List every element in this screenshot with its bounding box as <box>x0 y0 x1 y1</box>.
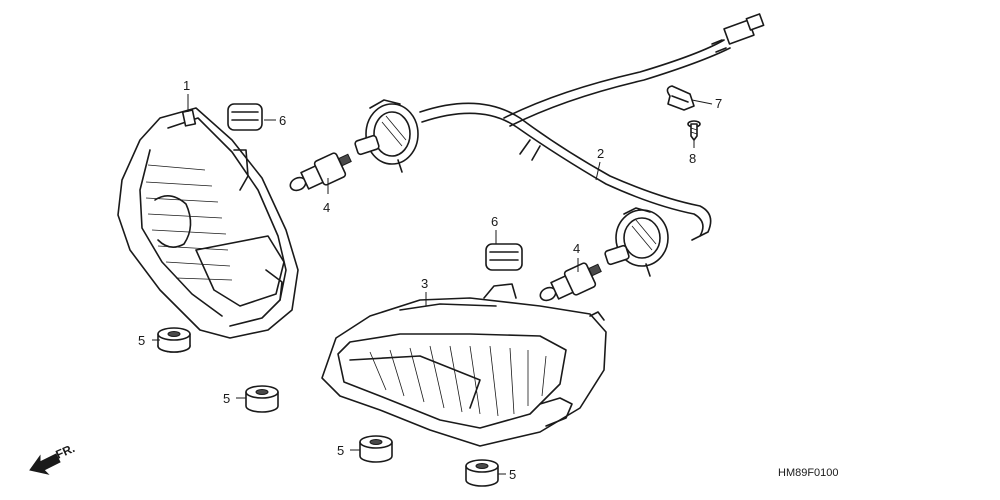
wire-harness <box>419 13 765 241</box>
screw-8 <box>687 120 701 141</box>
callout-5-b: 5 <box>223 391 230 406</box>
headlight-left <box>117 107 299 339</box>
callout-2: 2 <box>597 146 604 161</box>
callout-6-upper: 6 <box>279 113 286 128</box>
callout-5-d: 5 <box>509 467 516 482</box>
socket-upper <box>354 99 419 173</box>
callout-4-lower: 4 <box>573 241 580 256</box>
callout-6-lower: 6 <box>491 214 498 229</box>
grommet-6-lower <box>485 243 523 271</box>
headlight-right <box>321 283 607 447</box>
callout-7: 7 <box>715 96 722 111</box>
clip-7 <box>666 85 695 111</box>
bulb-upper <box>289 152 352 192</box>
callout-1: 1 <box>183 78 190 93</box>
bulb-lower <box>539 262 602 302</box>
grommet-5-d <box>465 459 499 487</box>
grommet-5-c <box>359 435 393 463</box>
callout-5-c: 5 <box>337 443 344 458</box>
grommet-5-b <box>245 385 279 413</box>
grommet-5-a <box>157 327 191 353</box>
callout-3: 3 <box>421 276 428 291</box>
grommet-6-upper <box>227 103 263 131</box>
callout-4-upper: 4 <box>323 200 330 215</box>
callout-5-a: 5 <box>138 333 145 348</box>
front-direction-label: FR. <box>54 441 77 462</box>
front-direction-arrow-icon <box>29 453 61 475</box>
callout-8: 8 <box>689 151 696 166</box>
leader-lines <box>152 94 713 475</box>
diagram-code: HM89F0100 <box>778 467 839 479</box>
socket-lower <box>604 207 669 277</box>
